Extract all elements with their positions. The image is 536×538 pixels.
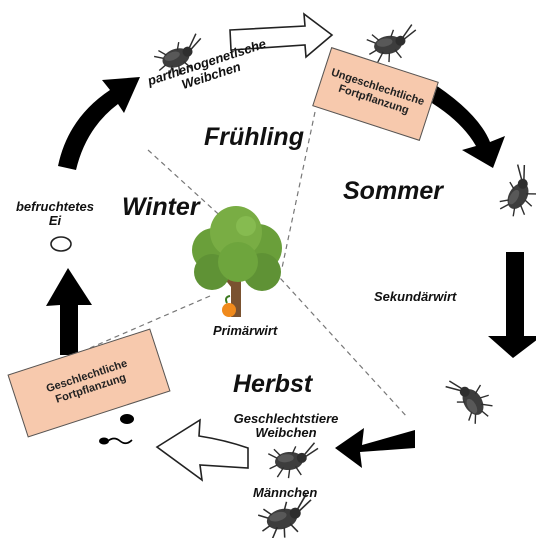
cycle-arrows	[46, 12, 536, 482]
label-males: Männchen	[253, 485, 318, 500]
label-sexual-morphs: Geschlechtstiere Weibchen	[221, 412, 351, 439]
orange-icon	[222, 295, 236, 317]
arrow-left-lower	[46, 268, 92, 355]
arrow-right-upper	[420, 80, 505, 168]
label-fertilized-egg: befruchtetes Ei	[10, 200, 100, 227]
season-label-autumn: Herbst	[233, 370, 313, 398]
arrow-bottom-left	[155, 418, 249, 482]
label-fertilized-egg-line2: Ei	[48, 212, 62, 228]
arrow-right-lower	[488, 252, 536, 358]
aphid-icon	[255, 492, 320, 538]
season-label-summer: Sommer	[343, 177, 444, 205]
arrow-left-upper	[58, 77, 140, 170]
sperm-icon	[99, 414, 134, 445]
aphid-icon	[266, 441, 322, 481]
aphid-icon	[443, 366, 499, 429]
egg-icon	[50, 236, 72, 252]
arrow-bottom	[335, 428, 415, 468]
aphid-icon	[364, 23, 422, 66]
label-secondary-host: Sekundärwirt	[374, 289, 457, 304]
arrow-top	[229, 12, 334, 59]
label-sexual-morphs-line1: Geschlechtstiere	[233, 411, 339, 426]
season-label-spring: Frühling	[204, 123, 304, 151]
season-label-winter: Winter	[122, 193, 200, 221]
tree-icon	[192, 206, 282, 317]
label-primary-host: Primärwirt	[213, 323, 278, 338]
aphid-icon	[493, 161, 536, 223]
label-sexual-morphs-line2: Weibchen	[255, 424, 317, 440]
label-fertilized-egg-line1: befruchtetes	[15, 199, 95, 214]
